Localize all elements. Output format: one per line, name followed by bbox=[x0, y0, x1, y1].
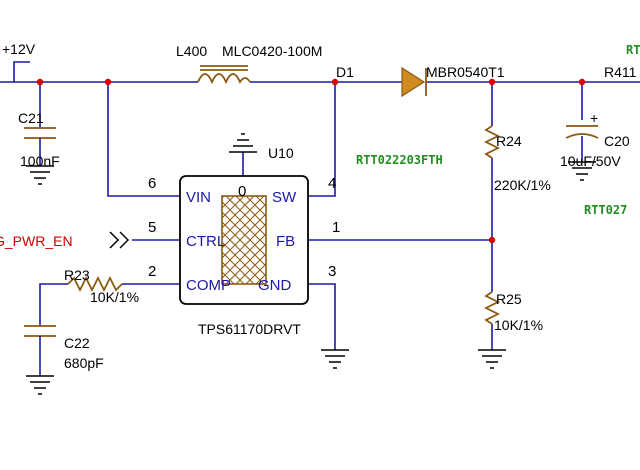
capacitor-c21 bbox=[24, 127, 56, 166]
ic-u10 bbox=[179, 175, 309, 305]
pin-name: GND bbox=[258, 277, 292, 294]
labels: +12V RT L400 MLC0420-100M D1 MBR0540T1 R… bbox=[0, 41, 640, 371]
wire-ic-gnd bbox=[308, 283, 336, 350]
r25-value: 10K/1% bbox=[494, 317, 543, 333]
r411-ref: R411 bbox=[604, 64, 637, 80]
ground-symbol bbox=[26, 165, 54, 185]
c22-value: 680pF bbox=[64, 355, 104, 371]
pin-number: 4 bbox=[328, 175, 336, 192]
r25-ref: R25 bbox=[496, 291, 522, 307]
pin-number: 3 bbox=[328, 263, 336, 280]
enable-net-label: G_PWR_EN bbox=[0, 233, 73, 249]
c21-ref: C21 bbox=[18, 110, 44, 126]
ground-symbol bbox=[478, 349, 506, 369]
ground-symbol bbox=[26, 375, 54, 395]
c20-value: 10uF/50V bbox=[560, 153, 621, 169]
resistor-r23 bbox=[67, 275, 123, 293]
resistor-r25 bbox=[483, 291, 501, 325]
supply-net-label: +12V bbox=[2, 41, 36, 57]
edge-part-label: RT bbox=[626, 43, 640, 57]
c22-ref: C22 bbox=[64, 335, 90, 351]
c21-value: 100nF bbox=[20, 153, 60, 169]
pin-name: FB bbox=[276, 233, 295, 250]
junction-dot bbox=[578, 78, 586, 86]
l400-ref: L400 bbox=[176, 43, 207, 59]
wires bbox=[0, 61, 640, 350]
u10-pad-pin-number: 0 bbox=[238, 183, 246, 200]
d1-ref: D1 bbox=[336, 64, 354, 80]
wire-12v-stub bbox=[13, 61, 30, 82]
junction-dot bbox=[331, 78, 339, 86]
u10-value: TPS61170DRVT bbox=[198, 321, 301, 337]
pin-name: SW bbox=[272, 189, 297, 206]
c20-polarity: + bbox=[590, 110, 598, 126]
diode-d1 bbox=[401, 66, 427, 98]
junction-dot bbox=[488, 78, 496, 86]
pin-name: VIN bbox=[186, 189, 211, 206]
junction-dot bbox=[104, 78, 112, 86]
extra-part-label: RTT027 bbox=[584, 203, 627, 217]
u10-ref: U10 bbox=[268, 145, 294, 161]
pin-number: 5 bbox=[148, 219, 156, 236]
pin-number: 6 bbox=[148, 175, 156, 192]
pin-name: CTRL bbox=[186, 233, 225, 250]
capacitor-c22 bbox=[24, 325, 56, 376]
pin-number: 2 bbox=[148, 263, 156, 280]
r23-ref: R23 bbox=[64, 267, 90, 283]
wire-c22-top bbox=[39, 283, 68, 326]
r24-part-number: RTT022203FTH bbox=[356, 153, 443, 167]
junction-dot bbox=[36, 78, 44, 86]
pin-number: 1 bbox=[332, 219, 340, 236]
input-port-arrows bbox=[109, 231, 130, 249]
c20-ref: C20 bbox=[604, 133, 630, 149]
wire-sw bbox=[308, 82, 336, 197]
wire-vin bbox=[107, 82, 180, 197]
ground-symbol bbox=[321, 349, 349, 369]
resistor-r24 bbox=[483, 125, 501, 159]
pin-name: COMP bbox=[186, 277, 231, 294]
ground-symbol bbox=[229, 133, 257, 153]
capacitor-c20 bbox=[565, 125, 599, 139]
inductor-l400 bbox=[197, 65, 251, 85]
r23-value: 10K/1% bbox=[90, 289, 139, 305]
ground-symbol bbox=[568, 161, 596, 181]
l400-value: MLC0420-100M bbox=[222, 43, 322, 59]
junctions bbox=[36, 78, 586, 244]
d1-value: MBR0540T1 bbox=[426, 64, 505, 80]
r24-ref: R24 bbox=[496, 133, 522, 149]
r24-value: 220K/1% bbox=[494, 177, 551, 193]
junction-dot bbox=[488, 236, 496, 244]
